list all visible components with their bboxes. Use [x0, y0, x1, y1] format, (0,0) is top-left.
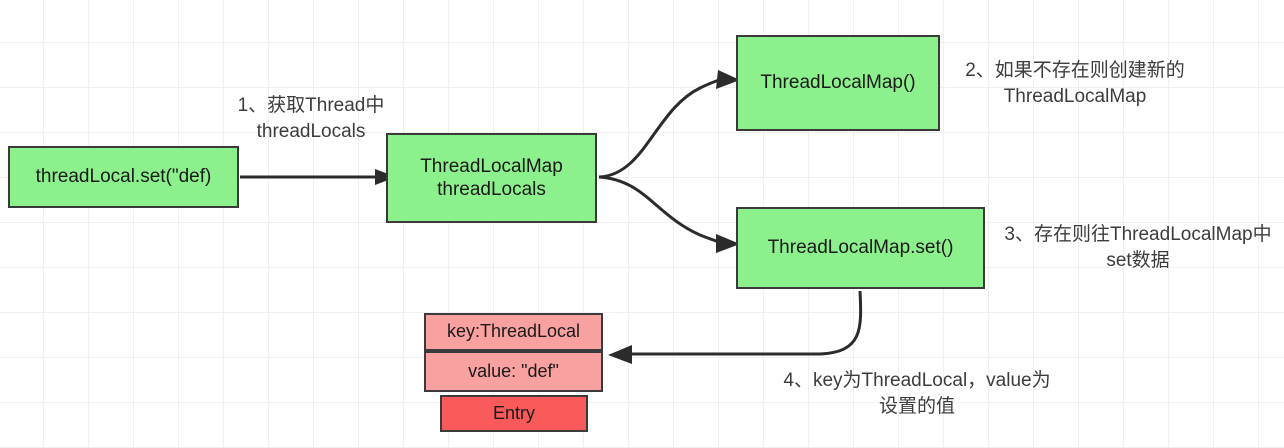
node-entry-label[interactable]: Entry: [440, 395, 588, 432]
annotation-step-3: 3、存在则往ThreadLocalMap中 set数据: [1004, 224, 1272, 271]
edge-threadlocals-to-map-set: [598, 175, 740, 253]
edge-threadlocals-to-new-map: [598, 70, 740, 179]
node-threadlocal-set[interactable]: threadLocal.set("def): [8, 146, 239, 208]
node-threadlocalmap-constructor[interactable]: ThreadLocalMap(): [736, 35, 940, 131]
node-threadlocalmap-threadlocals[interactable]: ThreadLocalMap threadLocals: [386, 133, 597, 223]
annotation-step-2: 2、如果不存在则创建新的 ThreadLocalMap: [965, 60, 1185, 107]
edge-set-to-threadlocals: [240, 169, 396, 185]
node-entry-value-row[interactable]: value: "def": [424, 351, 603, 392]
edge-map-set-to-entry: [608, 290, 863, 364]
node-entry-key-row[interactable]: key:ThreadLocal: [424, 313, 603, 351]
annotation-step-1: 1、获取Thread中 threadLocals: [237, 95, 385, 142]
annotation-step-4: 4、key为ThreadLocal，value为 设置的值: [783, 370, 1051, 417]
node-threadlocalmap-set[interactable]: ThreadLocalMap.set(): [736, 207, 985, 289]
